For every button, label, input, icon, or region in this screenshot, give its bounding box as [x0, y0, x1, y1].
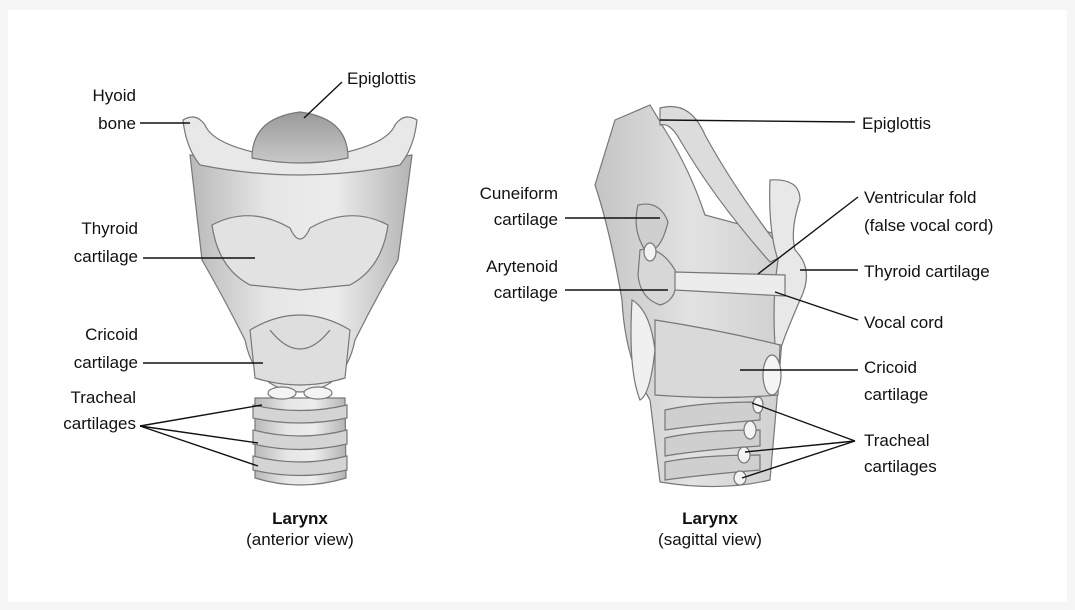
caption-anterior-title: Larynx: [190, 508, 410, 529]
caption-anterior-subtitle: (anterior view): [246, 530, 354, 549]
leader-tracheal-anterior-2: [140, 426, 258, 443]
label-tracheal-anterior-line1: Tracheal: [36, 387, 136, 408]
label-cricoid-anterior-line1: Cricoid: [40, 324, 138, 345]
caption-sagittal-subtitle: (sagittal view): [658, 530, 762, 549]
label-arytenoid-line1: Arytenoid: [440, 256, 558, 277]
anterior-larynx-drawing: [183, 112, 417, 485]
label-tracheal-sagittal-line1: Tracheal: [864, 430, 930, 451]
label-cricoid-anterior-line2: cartilage: [40, 352, 138, 373]
label-vocal-cord: Vocal cord: [864, 312, 943, 333]
label-epiglottis-sagittal: Epiglottis: [862, 113, 931, 134]
label-ventricular-line2: (false vocal cord): [864, 215, 993, 236]
label-epiglottis-anterior: Epiglottis: [347, 68, 416, 89]
label-hyoid-line2: bone: [60, 113, 136, 134]
label-hyoid-line1: Hyoid: [60, 85, 136, 106]
leader-tracheal-anterior-1: [140, 405, 262, 426]
label-cuneiform-line1: Cuneiform: [440, 183, 558, 204]
caption-anterior: Larynx (anterior view): [190, 508, 410, 550]
label-tracheal-anterior-line2: cartilages: [36, 413, 136, 434]
label-thyroid-anterior-line2: cartilage: [40, 246, 138, 267]
leader-tracheal-anterior-3: [140, 426, 258, 466]
caption-sagittal: Larynx (sagittal view): [600, 508, 820, 550]
label-arytenoid-line2: cartilage: [440, 282, 558, 303]
leader-epiglottis-anterior: [304, 82, 342, 118]
label-cricoid-sagittal-line1: Cricoid: [864, 357, 917, 378]
label-ventricular-line1: Ventricular fold: [864, 187, 976, 208]
label-cricoid-sagittal-line2: cartilage: [864, 384, 928, 405]
label-cuneiform-line2: cartilage: [440, 209, 558, 230]
label-thyroid-sagittal: Thyroid cartilage: [864, 261, 990, 282]
label-tracheal-sagittal-line2: cartilages: [864, 456, 937, 477]
caption-sagittal-title: Larynx: [600, 508, 820, 529]
sagittal-larynx-drawing: [595, 105, 806, 487]
label-thyroid-anterior-line1: Thyroid: [40, 218, 138, 239]
